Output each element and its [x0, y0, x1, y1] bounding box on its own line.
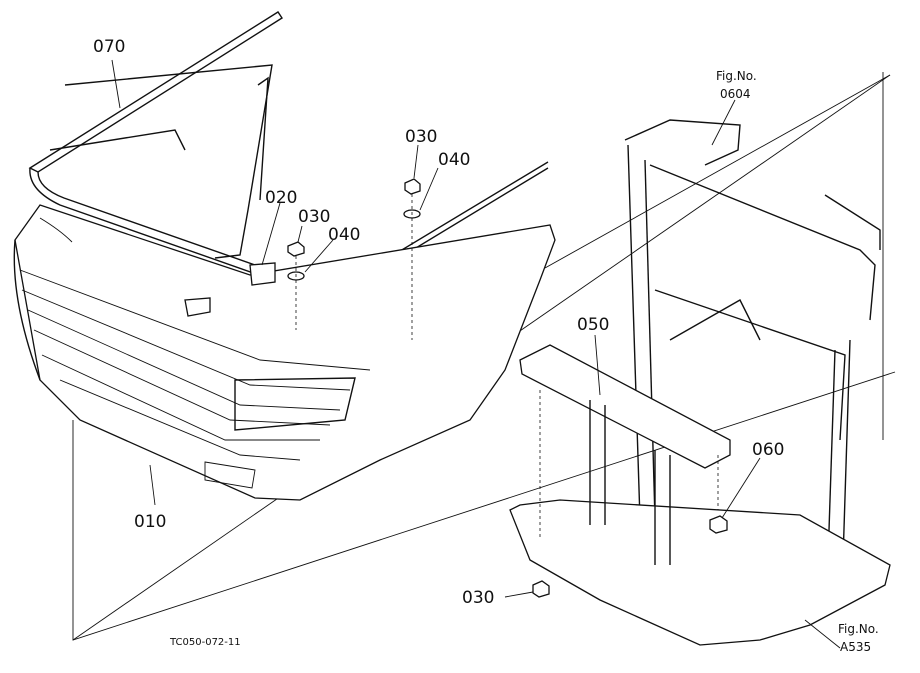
callout-040-a: 040	[328, 225, 360, 245]
fig-ref-bottom-number: A535	[840, 640, 871, 654]
grille-seal-070	[28, 11, 549, 301]
callout-060: 060	[752, 440, 784, 460]
bolt-washer-set-b	[403, 178, 421, 340]
callout-020: 020	[265, 188, 297, 208]
fig-ref-top-number: 0604	[720, 87, 751, 101]
callout-010: 010	[134, 512, 166, 532]
front-grille-010	[13, 64, 556, 501]
callout-030-a: 030	[298, 207, 330, 227]
fig-ref-top-label: Fig.No.	[716, 69, 757, 83]
callout-040-b: 040	[438, 150, 470, 170]
callout-leaders	[111, 59, 841, 649]
callout-030-b: 030	[405, 127, 437, 147]
drawing-code: TC050-072-11	[169, 637, 241, 648]
bolt-030-bottom	[504, 580, 550, 598]
bolt-060	[709, 515, 728, 534]
bolt-washer-set-a	[287, 241, 305, 330]
upper-support-frame	[624, 119, 881, 561]
bracket-050	[519, 344, 731, 565]
assembly-frame-lines	[72, 72, 896, 641]
fig-ref-bottom-label: Fig.No.	[838, 622, 879, 636]
callout-030-c: 030	[462, 588, 494, 608]
callout-050: 050	[577, 315, 609, 335]
callout-070: 070	[93, 37, 125, 57]
base-plate	[509, 499, 891, 646]
